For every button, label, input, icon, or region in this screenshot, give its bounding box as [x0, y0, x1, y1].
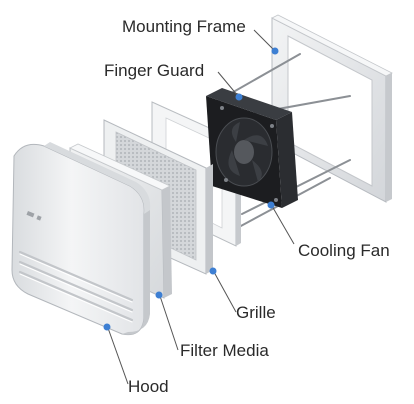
- cooling-fan: [206, 88, 298, 208]
- callout-dot-mounting-frame: [271, 47, 279, 55]
- callout-line-cooling-fan: [271, 205, 295, 245]
- label-hood: Hood: [128, 377, 169, 396]
- callout-dot-finger-guard: [235, 93, 243, 101]
- label-mounting-frame: Mounting Frame: [122, 17, 246, 36]
- callout-dot-grille: [209, 267, 217, 275]
- callout-dots: [103, 47, 279, 331]
- callout-lines: [107, 29, 295, 385]
- callout-dot-cooling-fan: [267, 201, 275, 209]
- label-finger-guard: Finger Guard: [104, 61, 204, 80]
- callout-line-hood: [107, 327, 129, 385]
- callout-dot-hood: [103, 323, 111, 331]
- label-cooling-fan: Cooling Fan: [298, 241, 390, 260]
- callout-line-grille: [213, 271, 237, 313]
- label-filter-media: Filter Media: [180, 341, 269, 360]
- hood: [11, 142, 151, 336]
- label-grille: Grille: [236, 303, 276, 322]
- callout-line-filter-media: [159, 295, 179, 351]
- callout-dot-filter-media: [155, 291, 163, 299]
- callout-line-finger-guard: [217, 71, 239, 97]
- callout-line-mounting-frame: [253, 29, 275, 51]
